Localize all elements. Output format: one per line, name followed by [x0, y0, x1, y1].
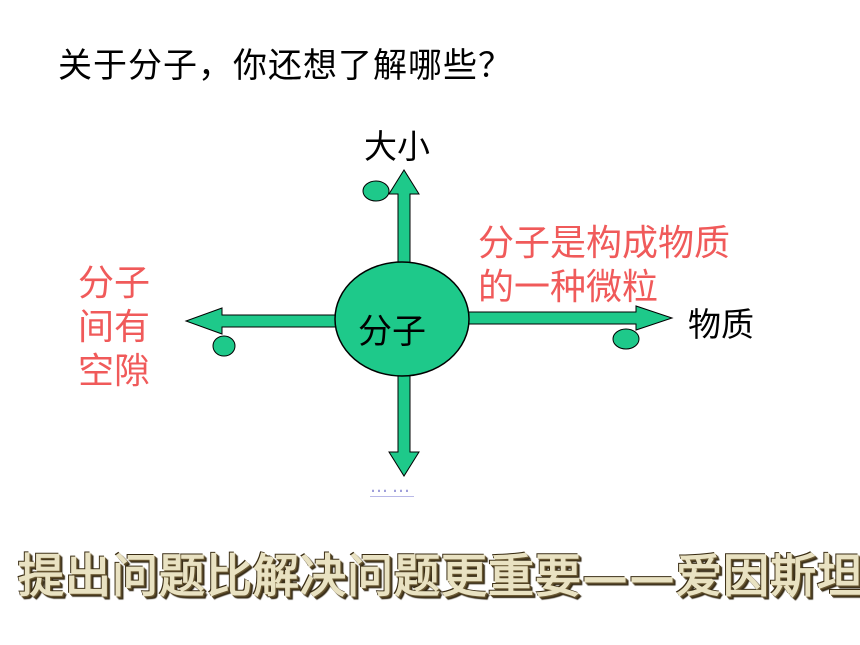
arrow-left: [184, 307, 341, 335]
center-label: 分子: [358, 312, 426, 352]
oval-right: [612, 328, 640, 350]
einstein-quote: 提出问题比解决问题更重要——爱因斯坦: [18, 549, 860, 603]
oval-top: [362, 180, 390, 202]
left-note: 分子间有空隙: [78, 263, 151, 392]
matter-label: 物质: [688, 305, 754, 344]
center-circle: [334, 261, 470, 377]
arrow-down: [388, 373, 420, 477]
question-heading: 关于分子，你还想了解哪些？: [58, 46, 513, 86]
right-note: 分子是构成物质的一种微粒: [478, 223, 731, 308]
size-label: 大小: [364, 127, 430, 166]
oval-left: [212, 335, 236, 357]
arrow-right: [467, 305, 674, 331]
bottom-placeholder: ……: [370, 476, 414, 497]
